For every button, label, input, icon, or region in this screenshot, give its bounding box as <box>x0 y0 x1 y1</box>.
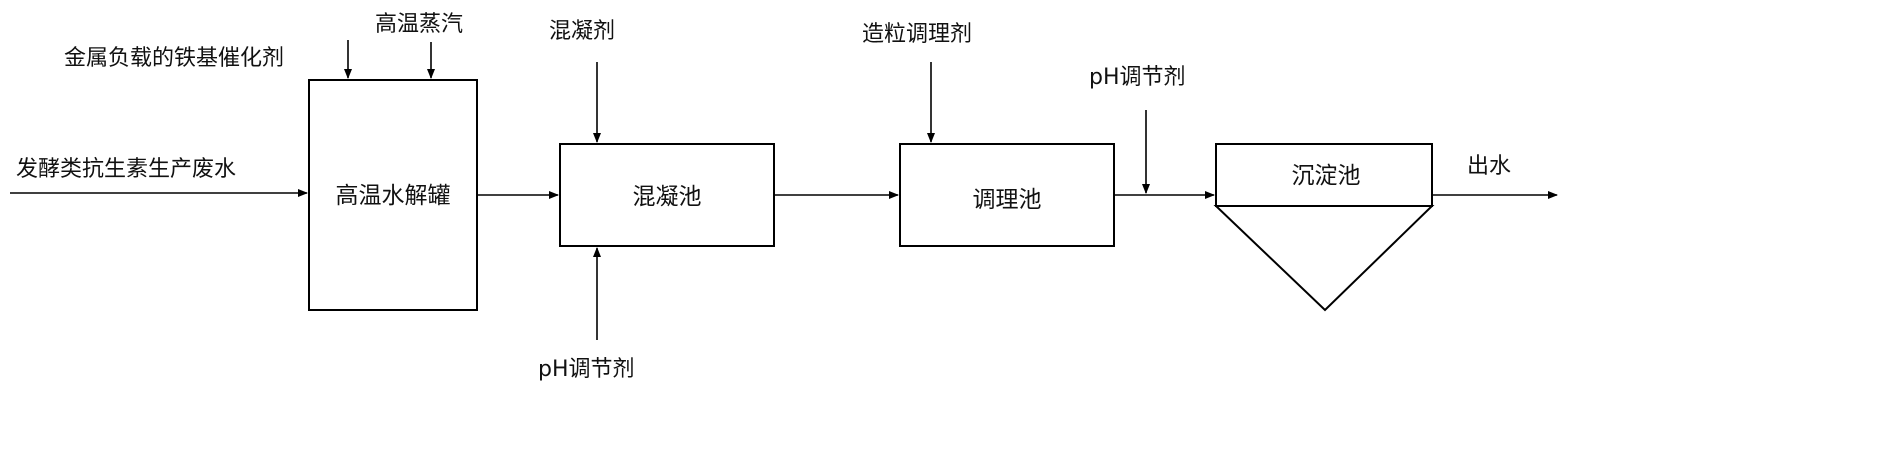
steam-label: 高温蒸汽 <box>375 12 463 37</box>
hydrolysis-tank-box <box>308 79 478 311</box>
coagulant-label: 混凝剂 <box>549 19 615 44</box>
conditioning-tank-box <box>899 143 1115 247</box>
wastewater-label: 发酵类抗生素生产废水 <box>16 157 236 182</box>
conditioning-tank-label: 调理池 <box>973 187 1042 213</box>
ph-agent-top-label: pH调节剂 <box>1089 65 1186 90</box>
coagulation-tank-label: 混凝池 <box>633 184 702 210</box>
process-flow-diagram: 发酵类抗生素生产废水 金属负载的铁基催化剂 高温蒸汽 混凝剂 pH调节剂 造粒调… <box>10 12 1558 382</box>
ph-agent-bottom-label: pH调节剂 <box>538 357 635 382</box>
sedimentation-tank-box <box>1215 143 1433 207</box>
catalyst-label: 金属负载的铁基催化剂 <box>64 46 284 71</box>
coagulation-tank-box <box>559 143 775 247</box>
hydrolysis-tank-label: 高温水解罐 <box>336 183 451 209</box>
sedimentation-cone <box>1213 205 1435 312</box>
sedimentation-tank-label: 沉淀池 <box>1292 163 1361 189</box>
granulation-agent-label: 造粒调理剂 <box>862 22 972 47</box>
effluent-label: 出水 <box>1467 154 1511 179</box>
